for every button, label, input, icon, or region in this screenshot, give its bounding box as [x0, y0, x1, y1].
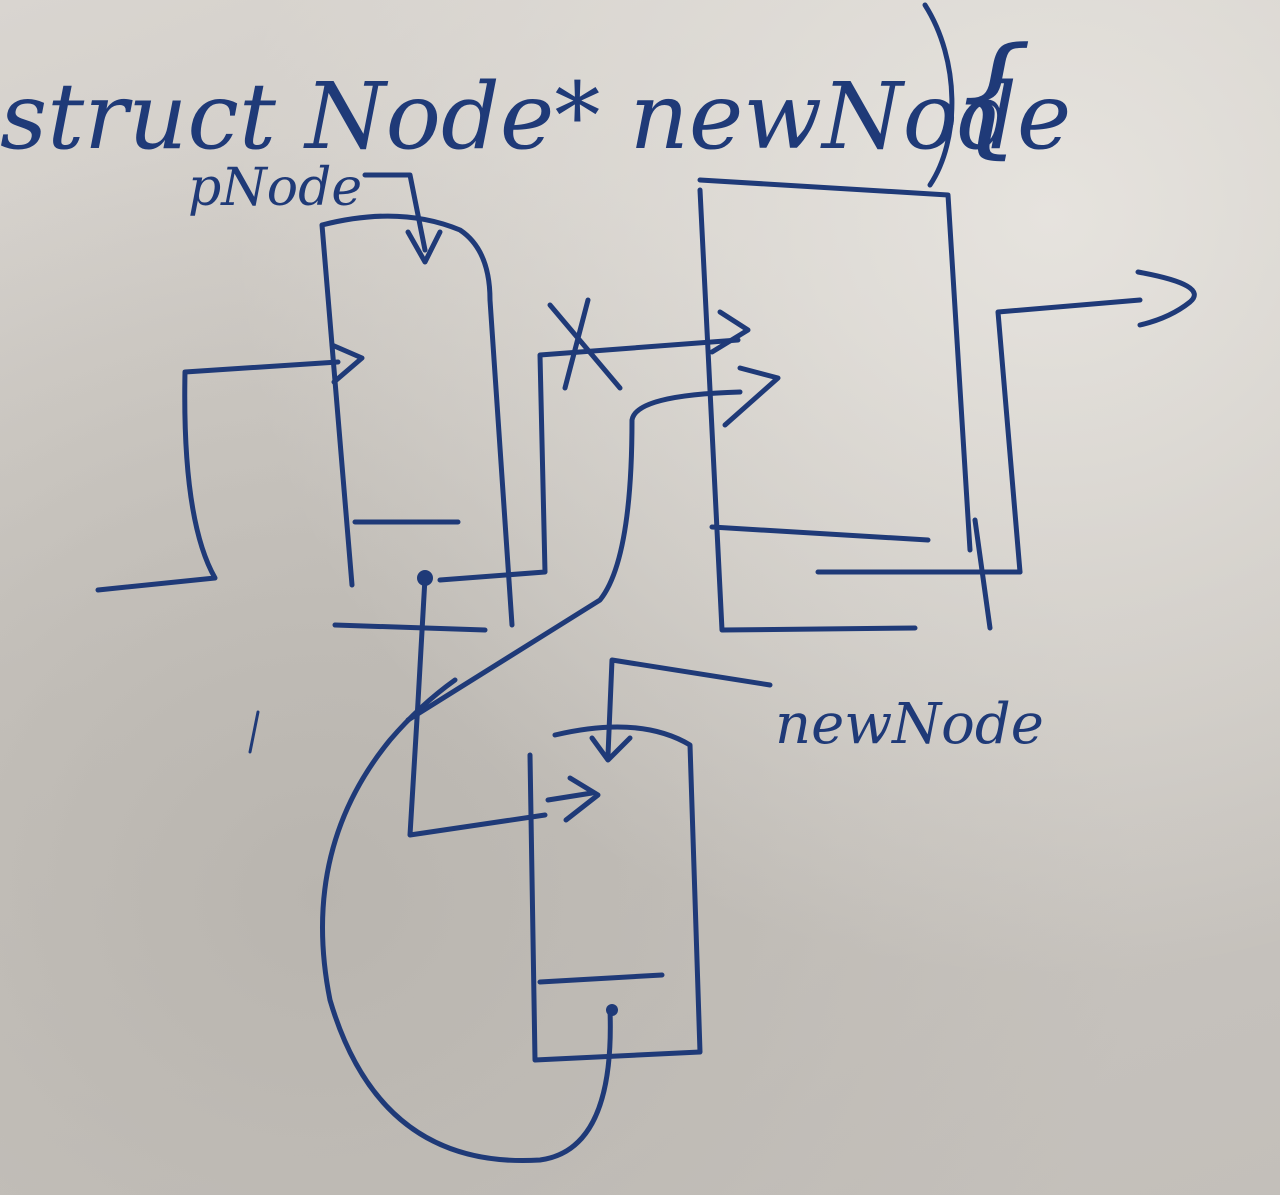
new-next-link — [405, 389, 743, 723]
left-node-box — [319, 213, 515, 633]
signature-text: struct Node* newNode — [0, 63, 1071, 170]
right-node-box — [697, 177, 1023, 633]
pnode-arrowhead — [405, 229, 443, 265]
open-brace: { — [950, 19, 1033, 171]
left-incoming-link — [95, 359, 341, 593]
stray-mark — [248, 710, 260, 754]
newnode-pointer-line — [605, 657, 773, 758]
pnode-label: pNode — [188, 158, 362, 218]
old-next-arrowhead — [709, 309, 751, 355]
pnode-to-newnode-arrowhead — [545, 775, 601, 823]
pnode-pointer-line — [362, 172, 428, 253]
right-outgoing-arrowhead — [1135, 269, 1197, 328]
new-next-arrowhead — [722, 365, 781, 428]
new-node-box — [527, 724, 703, 1063]
left-incoming-arrowhead — [329, 342, 365, 385]
pnode-to-newnode-link — [407, 575, 548, 838]
cross-mark — [547, 297, 623, 391]
right-outgoing-link — [995, 297, 1143, 575]
newnode-prev-dot — [606, 1004, 618, 1016]
newnode-pointer-arrowhead — [589, 735, 633, 763]
closing-paren-stroke — [922, 2, 955, 188]
newnode-label: newNode — [775, 692, 1044, 757]
newnode-prev-loop — [320, 677, 613, 1164]
old-next-link — [437, 337, 741, 583]
